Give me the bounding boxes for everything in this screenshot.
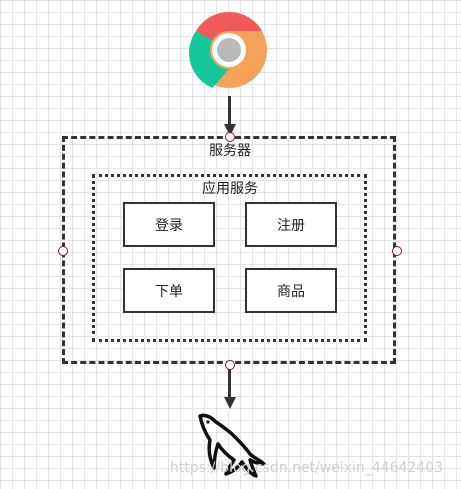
connector-line-top: [228, 96, 231, 126]
port-right: [392, 246, 402, 256]
port-top: [225, 132, 235, 142]
app-service-label: 应用服务: [202, 181, 258, 197]
watermark-text: https://blog.csdn.net/weixin_44642403: [170, 460, 444, 476]
module-register: 注册: [245, 202, 337, 247]
mysql-dolphin-icon: [198, 413, 266, 478]
connector-line-bottom: [228, 369, 231, 399]
server-label: 服务器: [209, 143, 251, 159]
arrow-head-bottom: [223, 397, 236, 409]
module-product: 商品: [245, 268, 337, 313]
app-service-container: [92, 174, 367, 342]
chrome-browser-icon: [189, 11, 267, 88]
port-left: [58, 246, 68, 256]
module-order: 下单: [123, 268, 215, 313]
module-login: 登录: [123, 202, 215, 247]
